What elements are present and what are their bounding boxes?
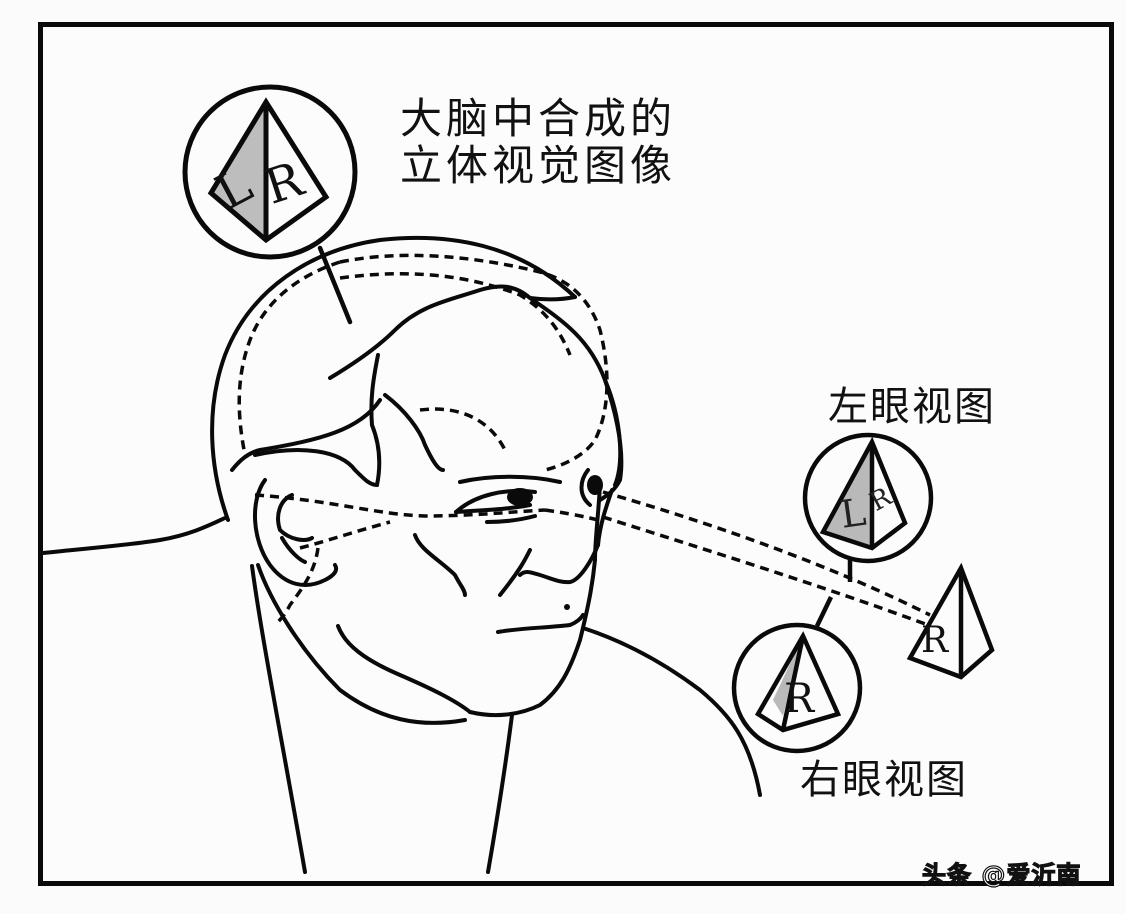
- left-eye-view-label: 左眼视图: [828, 384, 996, 430]
- brain-dashed-outer: [339, 253, 609, 472]
- hair-strand-3: [370, 423, 382, 487]
- brain-dashed-temple: [419, 407, 507, 451]
- ear-outer: [253, 478, 339, 587]
- cheek-line: [336, 624, 472, 714]
- face-profile: [468, 483, 602, 718]
- watermark: 头条 @爱沂南: [921, 860, 1082, 889]
- temple-line: [383, 393, 445, 472]
- object-pyramid-R: R: [921, 620, 949, 661]
- optic-path-down: [273, 547, 320, 627]
- left-eye-pyramid-L: L: [838, 490, 869, 537]
- sight-line-2: [602, 515, 929, 627]
- nose-wing: [498, 548, 532, 597]
- optic-path-lower: [299, 520, 391, 550]
- optic-path-upper: [254, 493, 546, 518]
- brain-image-label-line2: 立体视觉图像: [400, 141, 677, 191]
- shoulder-line: [41, 516, 227, 555]
- brain-dashed-inner: [339, 272, 572, 356]
- brain-pyramid-circle: [182, 84, 358, 260]
- right-eye-pyramid-R: R: [784, 676, 816, 722]
- left-eye-pyramid-group: L R: [802, 432, 934, 582]
- neck-back-line: [250, 564, 307, 874]
- right-eye-pyramid-group: R: [731, 596, 863, 754]
- hair-strand-1: [369, 353, 380, 427]
- neck-front-line: [486, 713, 514, 874]
- skull-outline: [210, 235, 577, 522]
- object-pyramid-group: R: [906, 562, 995, 680]
- near-pupil: [507, 488, 533, 506]
- jaw-line: [256, 563, 467, 725]
- mouth-line: [496, 613, 585, 634]
- sight-line-1: [602, 490, 931, 617]
- chin-neck: [581, 626, 762, 797]
- hair-tip: [528, 295, 577, 302]
- far-eye-socket: [579, 468, 592, 507]
- chin-mole: [564, 604, 570, 610]
- forehead: [598, 378, 624, 502]
- cheek-fold: [413, 533, 467, 597]
- eye-lower: [454, 503, 532, 514]
- ear-inner: [276, 493, 314, 542]
- brain-pyramid-group: L R: [182, 84, 358, 325]
- brain-image-label: 大脑中合成的 立体视觉图像: [400, 95, 676, 189]
- brain-image-label-line1: 大脑中合成的: [400, 94, 677, 143]
- hair-strand-2: [230, 398, 382, 472]
- hair-over-ear: [253, 448, 379, 487]
- far-pupil: [587, 475, 603, 495]
- sight-line-3: [544, 508, 604, 524]
- nose-bottom: [518, 543, 600, 585]
- eyebrow: [458, 474, 562, 484]
- ear-lobe: [280, 536, 307, 564]
- brain-dashed-back: [237, 260, 341, 456]
- right-eye-view-label: 右眼视图: [800, 757, 968, 803]
- eye-underline: [485, 514, 537, 524]
